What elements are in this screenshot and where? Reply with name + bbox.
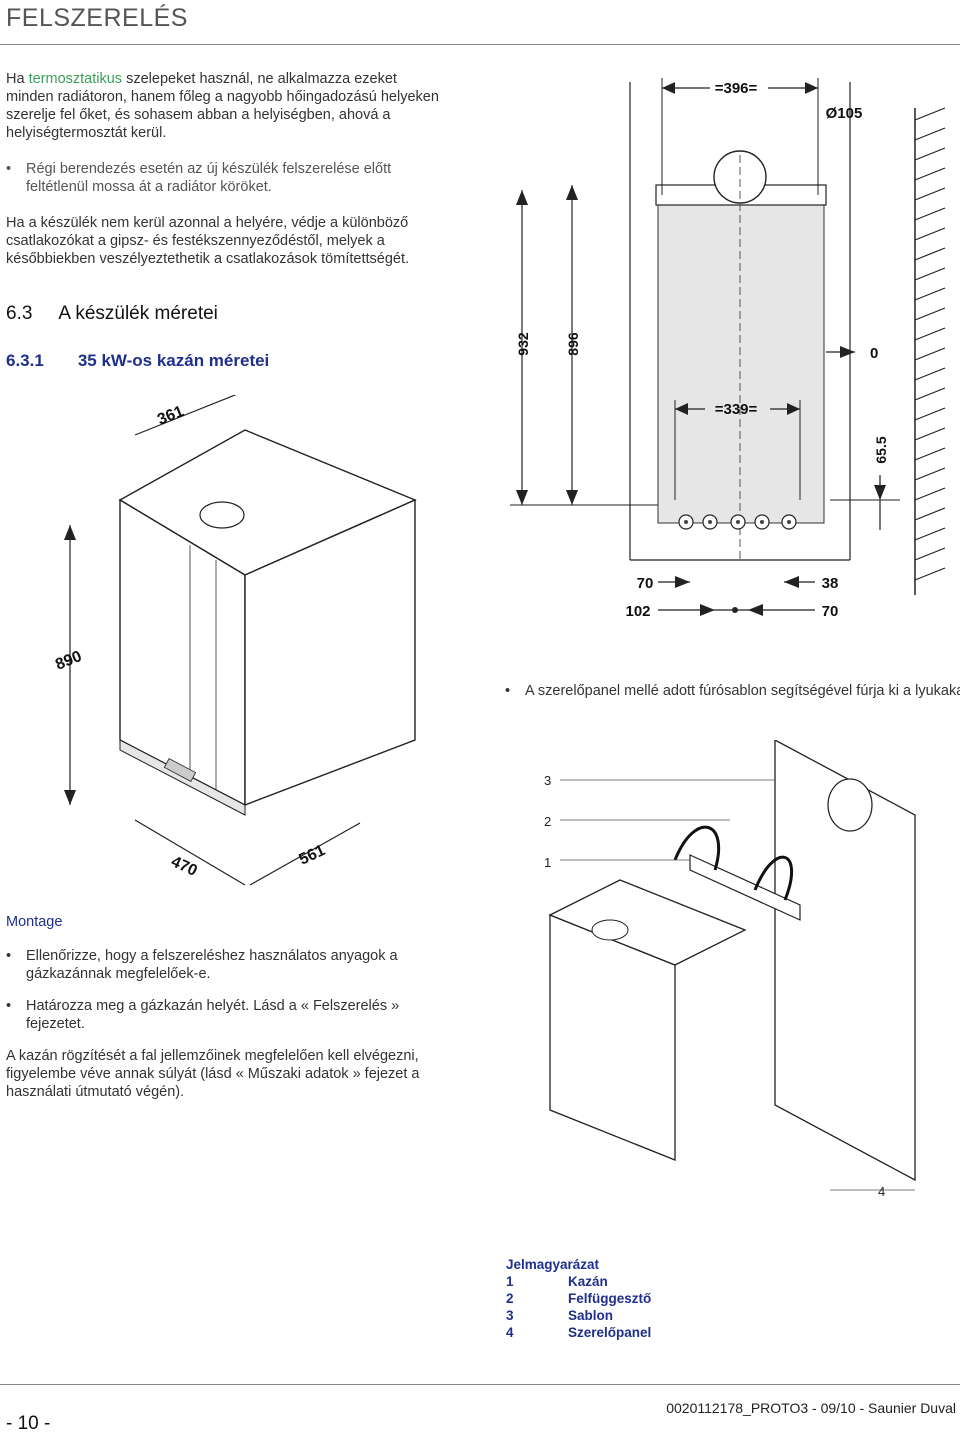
montage-section: Montage Ellenőrizze, hogy a felszerelésh… bbox=[6, 913, 446, 1101]
mounting-drawing: 3 2 1 4 bbox=[544, 740, 916, 1199]
dim-offset-65-5: 65.5 bbox=[873, 436, 889, 463]
dim-height-932: 932 bbox=[515, 332, 531, 356]
page-header-title: FELSZERELÉS bbox=[6, 4, 188, 32]
intro-text: Ha termosztatikus szelepeket használ, ne… bbox=[6, 70, 446, 268]
isometric-boiler-drawing: 361 890 470 561 bbox=[53, 395, 417, 886]
label-2: 2 bbox=[544, 814, 551, 829]
dim-70-left: 70 bbox=[637, 575, 654, 592]
front-dimension-drawing: =396= Ø105 932 896 0 =339= 65.5 70 38 10… bbox=[510, 78, 946, 620]
page-number: - 10 - bbox=[6, 1413, 51, 1434]
header-rule bbox=[0, 44, 960, 45]
dim-102: 102 bbox=[625, 603, 650, 620]
montage-fixing-paragraph: A kazán rögzítését a fal jellemzőinek me… bbox=[6, 1048, 420, 1100]
flush-bullet: Régi berendezés esetén az új készülék fe… bbox=[6, 160, 446, 196]
label-4: 4 bbox=[878, 1184, 885, 1199]
montage-bullet-materials: Ellenőrizze, hogy a felszereléshez haszn… bbox=[6, 947, 446, 983]
montage-bullet-location: Határozza meg a gázkazán helyét. Lásd a … bbox=[6, 997, 446, 1033]
dim-zero: 0 bbox=[870, 345, 878, 362]
legend-title: Jelmagyarázat bbox=[506, 1257, 600, 1272]
dim-width-396: =396= bbox=[715, 80, 758, 97]
dim-70-right: 70 bbox=[822, 603, 839, 620]
dim-iso-890: 890 bbox=[53, 648, 84, 674]
dim-flue-diameter: Ø105 bbox=[826, 105, 863, 122]
intro-paragraph: Ha termosztatikus szelepeket használ, ne… bbox=[6, 71, 439, 141]
thermostatic-term: termosztatikus bbox=[28, 71, 123, 87]
dim-38: 38 bbox=[822, 575, 839, 592]
dim-width-339: =339= bbox=[715, 401, 758, 418]
protection-paragraph: Ha a készülék nem kerül azonnal a helyér… bbox=[6, 215, 409, 267]
label-1: 1 bbox=[544, 855, 551, 870]
drill-template-note: A szerelőpanel mellé adott fúrósablon se… bbox=[505, 682, 960, 700]
dim-iso-361: 361 bbox=[155, 403, 186, 429]
montage-title: Montage bbox=[6, 914, 63, 930]
document-reference: 0020112178_PROTO3 - 09/10 - Saunier Duva… bbox=[666, 1400, 956, 1416]
dim-iso-561: 561 bbox=[297, 842, 328, 869]
label-3: 3 bbox=[544, 773, 551, 788]
dim-iso-470: 470 bbox=[168, 853, 199, 880]
footer-rule bbox=[0, 1384, 960, 1385]
dim-height-896: 896 bbox=[565, 332, 581, 356]
